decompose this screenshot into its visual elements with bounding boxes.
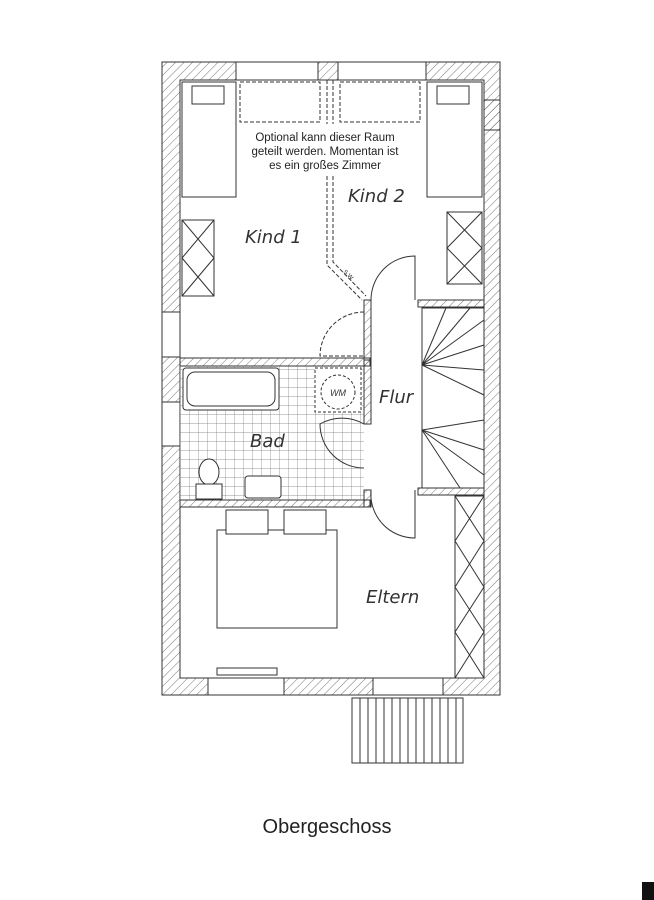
partition-note: Optional kann dieser Raum geteilt werden… xyxy=(251,132,399,172)
furniture xyxy=(181,81,485,764)
washing-machine-label: WM xyxy=(330,388,346,398)
windows xyxy=(161,61,501,696)
room-label-bad: Bad xyxy=(250,431,285,452)
note-box xyxy=(246,124,406,176)
room-label-kind1: Kind 1 xyxy=(245,227,302,248)
room-label-kind2: Kind 2 xyxy=(348,186,405,207)
room-label-eltern: Eltern xyxy=(366,587,419,608)
wardrobe-mark: S.W. xyxy=(342,269,355,282)
floor-title: Obergeschoss xyxy=(262,816,392,838)
scan-mark xyxy=(642,882,654,900)
room-label-flur: Flur xyxy=(379,387,415,408)
